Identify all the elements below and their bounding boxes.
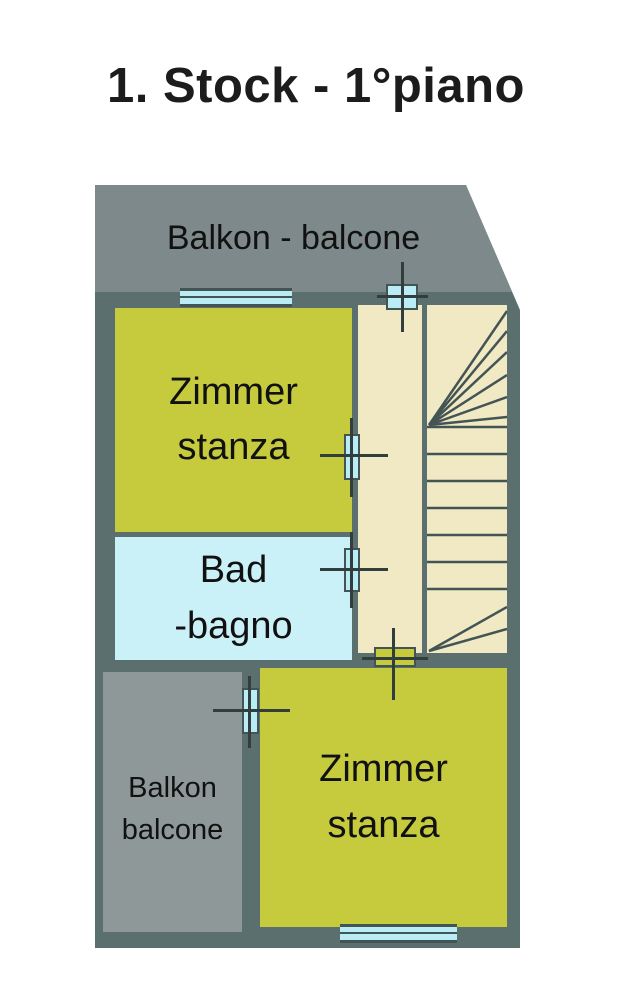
window-top [180,288,292,307]
room-label-line: Zimmer [169,370,298,413]
room-label-balcony-top: Balkon - balcone [166,219,421,257]
room-label-line: balcone [121,814,224,846]
room-label-line: Zimmer [319,748,448,791]
room-zimmer-top: Zimmer stanza [115,308,352,532]
room-zimmer-bottom: Zimmer stanza [260,668,507,927]
room-label-line: -bagno [174,604,293,647]
door-cross-line [350,418,353,497]
floorplan: Balkon - balcone Zimmer stanza Bad -bagn… [95,185,520,948]
room-label-line: Bad [199,549,268,592]
door-cross-line [350,532,353,608]
door-cross-line [320,568,388,571]
room-balcony-top: Balkon - balcone [95,185,512,292]
room-balcony-bottom: Balkon balcone [103,672,242,932]
room-label-bathroom: Bad -bagno [115,537,352,660]
door-cross-line [392,628,395,700]
room-label-line: stanza [177,426,290,468]
corridor [358,305,422,653]
stair-treads [427,310,507,653]
page-title: 1. Stock - 1°piano [107,59,525,113]
window-mullion [340,932,457,934]
staircase [427,305,507,653]
window-bottom [340,924,457,943]
door-cross-line [213,709,290,712]
room-label-line: stanza [327,803,440,846]
door-cross-line [362,657,428,660]
room-label-zimmer-bottom: Zimmer stanza [260,668,507,927]
room-label-balcony-bottom: Balkon balcone [103,686,242,932]
window-mullion [180,296,292,298]
room-label-zimmer-top: Zimmer stanza [115,308,352,532]
room-bathroom: Bad -bagno [115,537,352,660]
room-label-line: Balkon [128,771,217,804]
door-cross-line [320,454,388,457]
door-cross-line [377,295,428,298]
door-cross-line [248,676,251,748]
